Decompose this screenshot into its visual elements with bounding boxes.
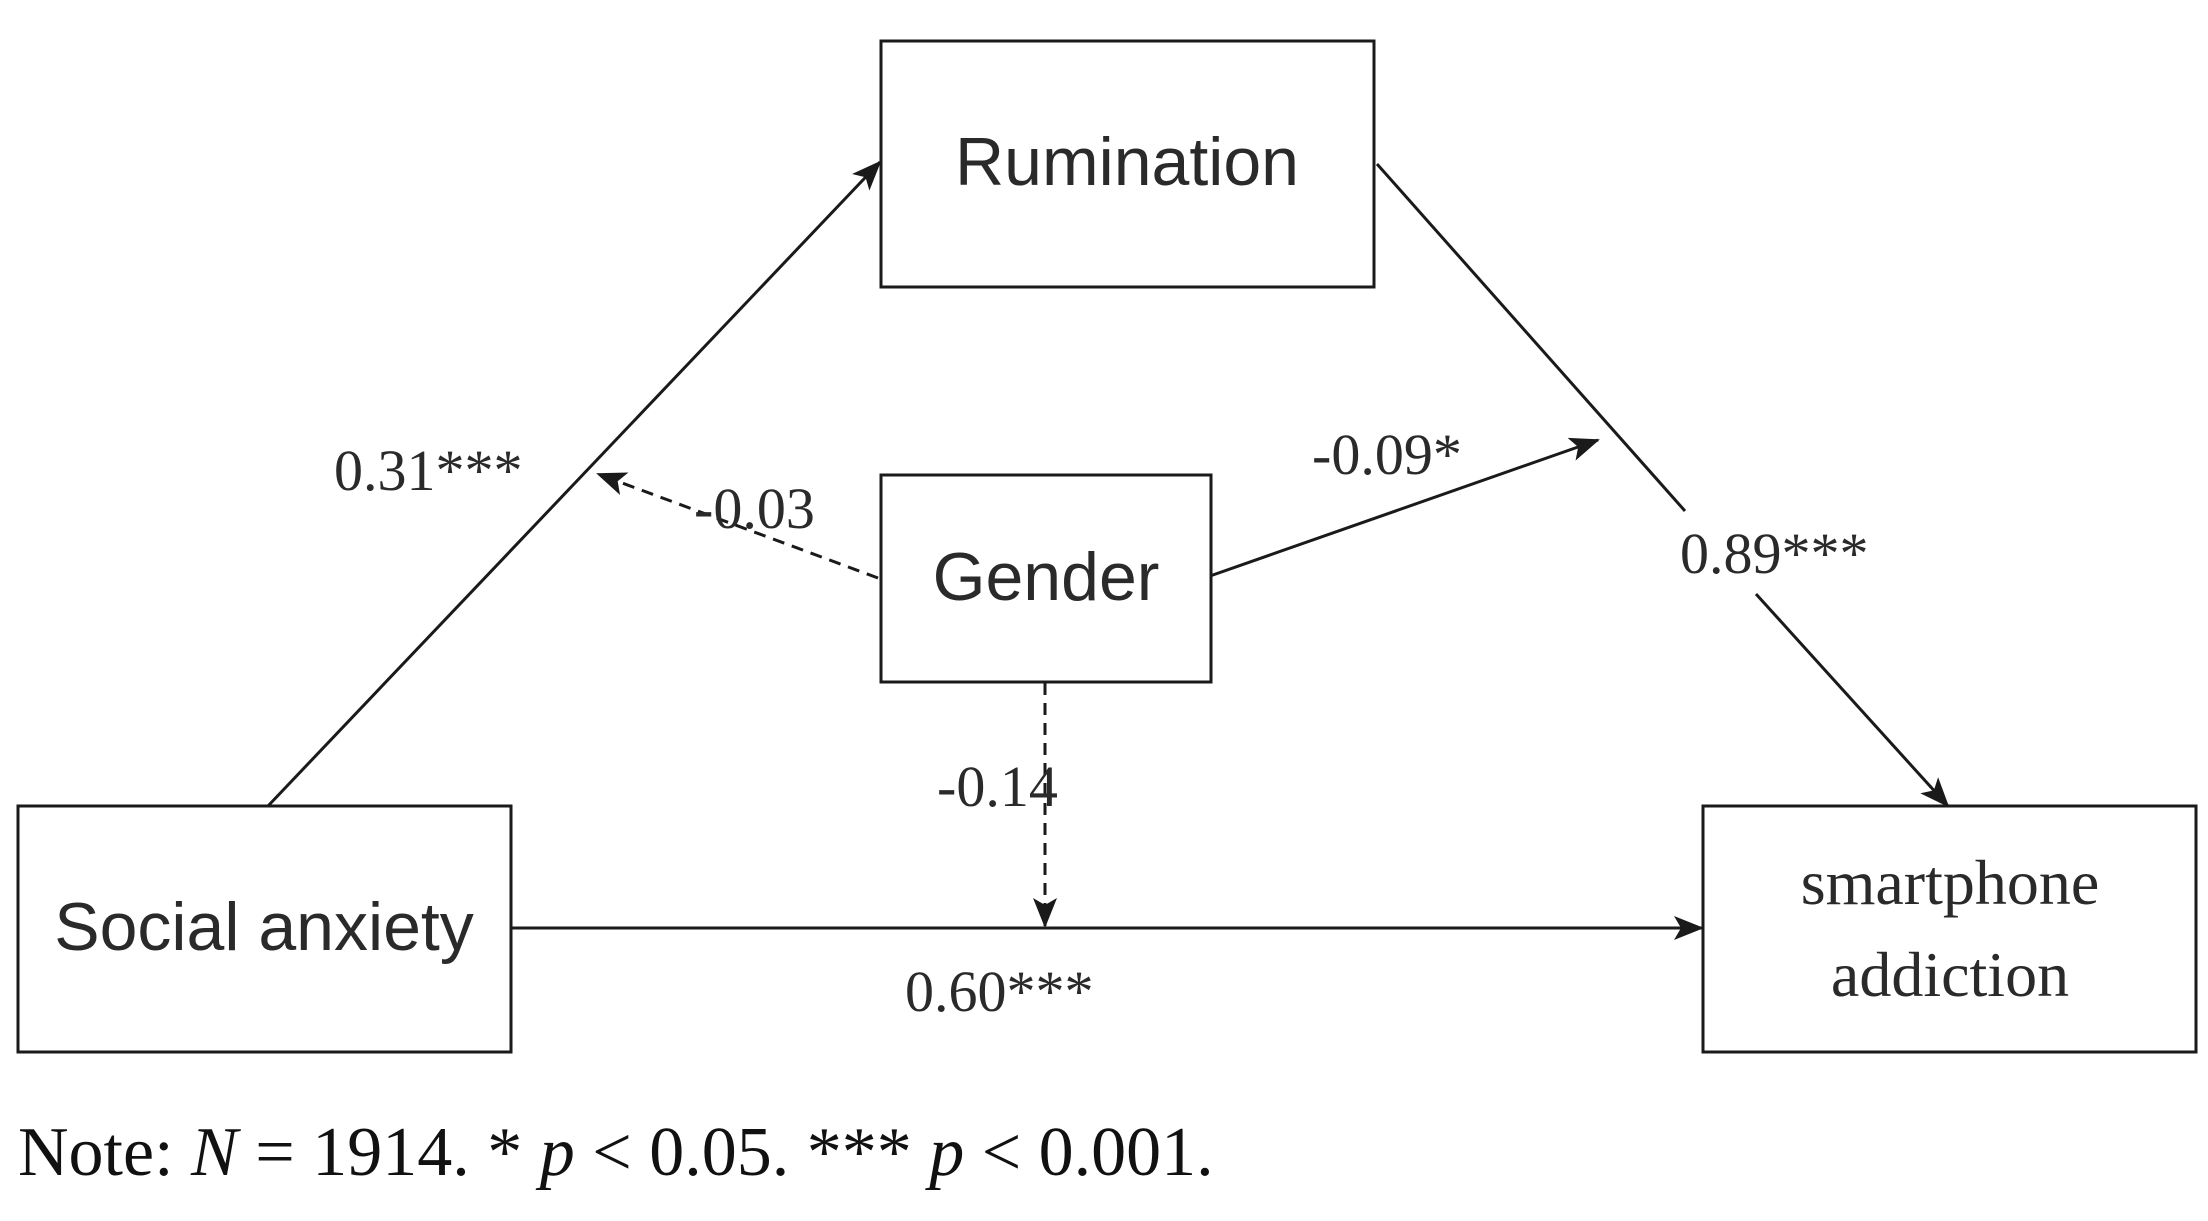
node-social-anxiety: Social anxiety (16, 804, 513, 1054)
figure-note: Note: N = 1914. * p < 0.05. *** p < 0.00… (18, 1118, 1214, 1188)
arrow-gender-to-a-path (596, 472, 879, 580)
coef-gender-moderates-b-path: -0.09* (1312, 422, 1462, 487)
note-p2-symbol: p (929, 1114, 965, 1191)
coef-gender-moderates-a-path: -0.03 (694, 476, 815, 541)
note-p1-symbol: p (539, 1114, 575, 1191)
node-smartphone-addiction-label-line2: addiction (1831, 939, 2069, 1010)
note-p2-value: < 0.001. (964, 1114, 1214, 1191)
arrow-rumination-to-smartphone-addiction-lower (1754, 592, 1950, 808)
node-gender-label: Gender (933, 539, 1160, 615)
arrow-social-anxiety-to-rumination (266, 160, 882, 808)
node-gender: Gender (879, 473, 1213, 684)
coef-social-anxiety-to-rumination: 0.31*** (334, 438, 523, 503)
node-social-anxiety-label: Social anxiety (54, 889, 474, 965)
coef-social-anxiety-to-smartphone-addiction: 0.60*** (905, 959, 1094, 1024)
coef-rumination-to-smartphone-addiction: 0.89*** (1680, 521, 1869, 586)
coef-gender-moderates-c-path: -0.14 (937, 754, 1058, 819)
note-prefix: Note: (18, 1114, 192, 1191)
arrow-gender-to-b-path (1209, 437, 1600, 578)
note-n-value: = 1914. * (237, 1114, 540, 1191)
node-smartphone-addiction-label-line1: smartphone (1801, 847, 2100, 918)
node-smartphone-addiction: smartphone addiction (1701, 804, 2198, 1054)
node-rumination-label: Rumination (955, 124, 1299, 200)
note-n-symbol: N (191, 1114, 238, 1191)
arrow-rumination-to-smartphone-addiction (1375, 163, 1687, 512)
node-rumination: Rumination (879, 39, 1376, 289)
note-p1-value: < 0.05. *** (574, 1114, 930, 1191)
